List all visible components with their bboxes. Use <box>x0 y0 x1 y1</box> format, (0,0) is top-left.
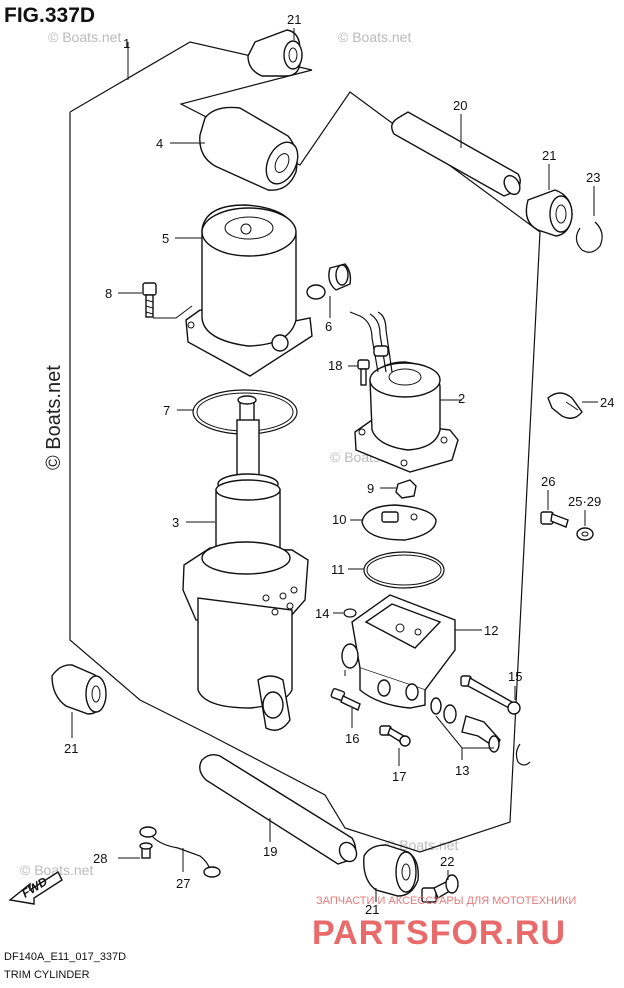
bolt-26 <box>540 511 569 528</box>
bushing-21-top <box>247 29 303 77</box>
callout-24: 24 <box>600 395 614 410</box>
callout-21-bottom: 21 <box>365 902 379 917</box>
washer-25-29 <box>576 527 594 541</box>
callout-27: 27 <box>176 876 190 891</box>
bolt-17 <box>379 725 411 747</box>
callout-4: 4 <box>156 136 163 151</box>
watermark-vertical: © Boats.net <box>43 365 65 470</box>
callout-6: 6 <box>325 319 332 334</box>
callout-20: 20 <box>453 98 467 113</box>
o-ring-11-inner <box>366 554 442 586</box>
ground-wire-27 <box>139 826 221 878</box>
bushing-21-bottom <box>363 844 419 897</box>
manifold-12 <box>341 594 456 709</box>
clamp-24 <box>547 392 583 419</box>
diagram-caption: TRIM CYLINDER <box>4 969 90 981</box>
callout-2: 2 <box>458 391 465 406</box>
callout-22: 22 <box>440 854 454 869</box>
assembly-outline <box>69 41 541 853</box>
watermark-lower-right: © Boats.net <box>385 837 458 853</box>
callout-1: 1 <box>123 36 130 51</box>
pump-motor-2 <box>349 311 459 473</box>
pin-19 <box>199 753 358 865</box>
brand-text: PARTSFOR.RU <box>312 914 566 952</box>
callout-26: 26 <box>541 474 555 489</box>
bolt-16 <box>330 688 361 711</box>
watermark-top-left: © Boats.net <box>48 29 121 45</box>
callout-3: 3 <box>172 515 179 530</box>
sleeve-4 <box>199 106 299 191</box>
bushing-21-left <box>51 664 107 715</box>
callout-7: 7 <box>163 403 170 418</box>
leader-8b <box>153 305 193 319</box>
callout-14: 14 <box>315 606 329 621</box>
bolt-8 <box>142 282 157 318</box>
callout-19: 19 <box>263 844 277 859</box>
figure-title: FIG.337D <box>4 4 95 27</box>
diagram-code: DF140A_E11_017_337D <box>4 951 126 963</box>
callout-16: 16 <box>345 731 359 746</box>
valve-9 <box>395 479 417 499</box>
callout-18: 18 <box>328 358 342 373</box>
circlip-23 <box>575 221 603 253</box>
watermark-lower-left: © Boats.net <box>20 862 93 878</box>
bushing-21-right <box>525 189 573 237</box>
callout-9: 9 <box>367 481 374 496</box>
bolt-15 <box>460 675 521 715</box>
callout-25-29: 25·29 <box>568 494 601 509</box>
callout-5: 5 <box>162 231 169 246</box>
washer-25-29-hole <box>581 531 589 537</box>
motor-5 <box>185 204 313 377</box>
screw-28 <box>139 842 153 859</box>
callout-13: 13 <box>455 763 469 778</box>
callout-21-right: 21 <box>542 148 556 163</box>
o-ring-14 <box>343 608 357 618</box>
watermark-top-right: © Boats.net <box>338 29 411 45</box>
callout-10: 10 <box>332 512 346 527</box>
screw-18 <box>357 359 370 386</box>
callout-21-left: 21 <box>64 741 78 756</box>
callout-17: 17 <box>392 769 406 784</box>
valve-plate-10 <box>361 504 437 541</box>
cylinder-3 <box>182 395 309 731</box>
o-ring-11 <box>363 551 445 589</box>
callout-11: 11 <box>331 562 345 577</box>
callout-15: 15 <box>508 669 522 684</box>
promo-text: ЗАПЧАСТИ И АКСЕССУАРЫ ДЛЯ МОТОТЕХНИКИ <box>316 895 576 907</box>
callout-21-top: 21 <box>287 12 301 27</box>
callout-28: 28 <box>93 851 107 866</box>
callout-12: 12 <box>484 623 498 638</box>
callout-8: 8 <box>105 286 112 301</box>
shaft-20 <box>391 111 521 197</box>
callout-23: 23 <box>586 170 600 185</box>
plug-6 <box>306 263 352 300</box>
bolt-22 <box>421 874 459 903</box>
